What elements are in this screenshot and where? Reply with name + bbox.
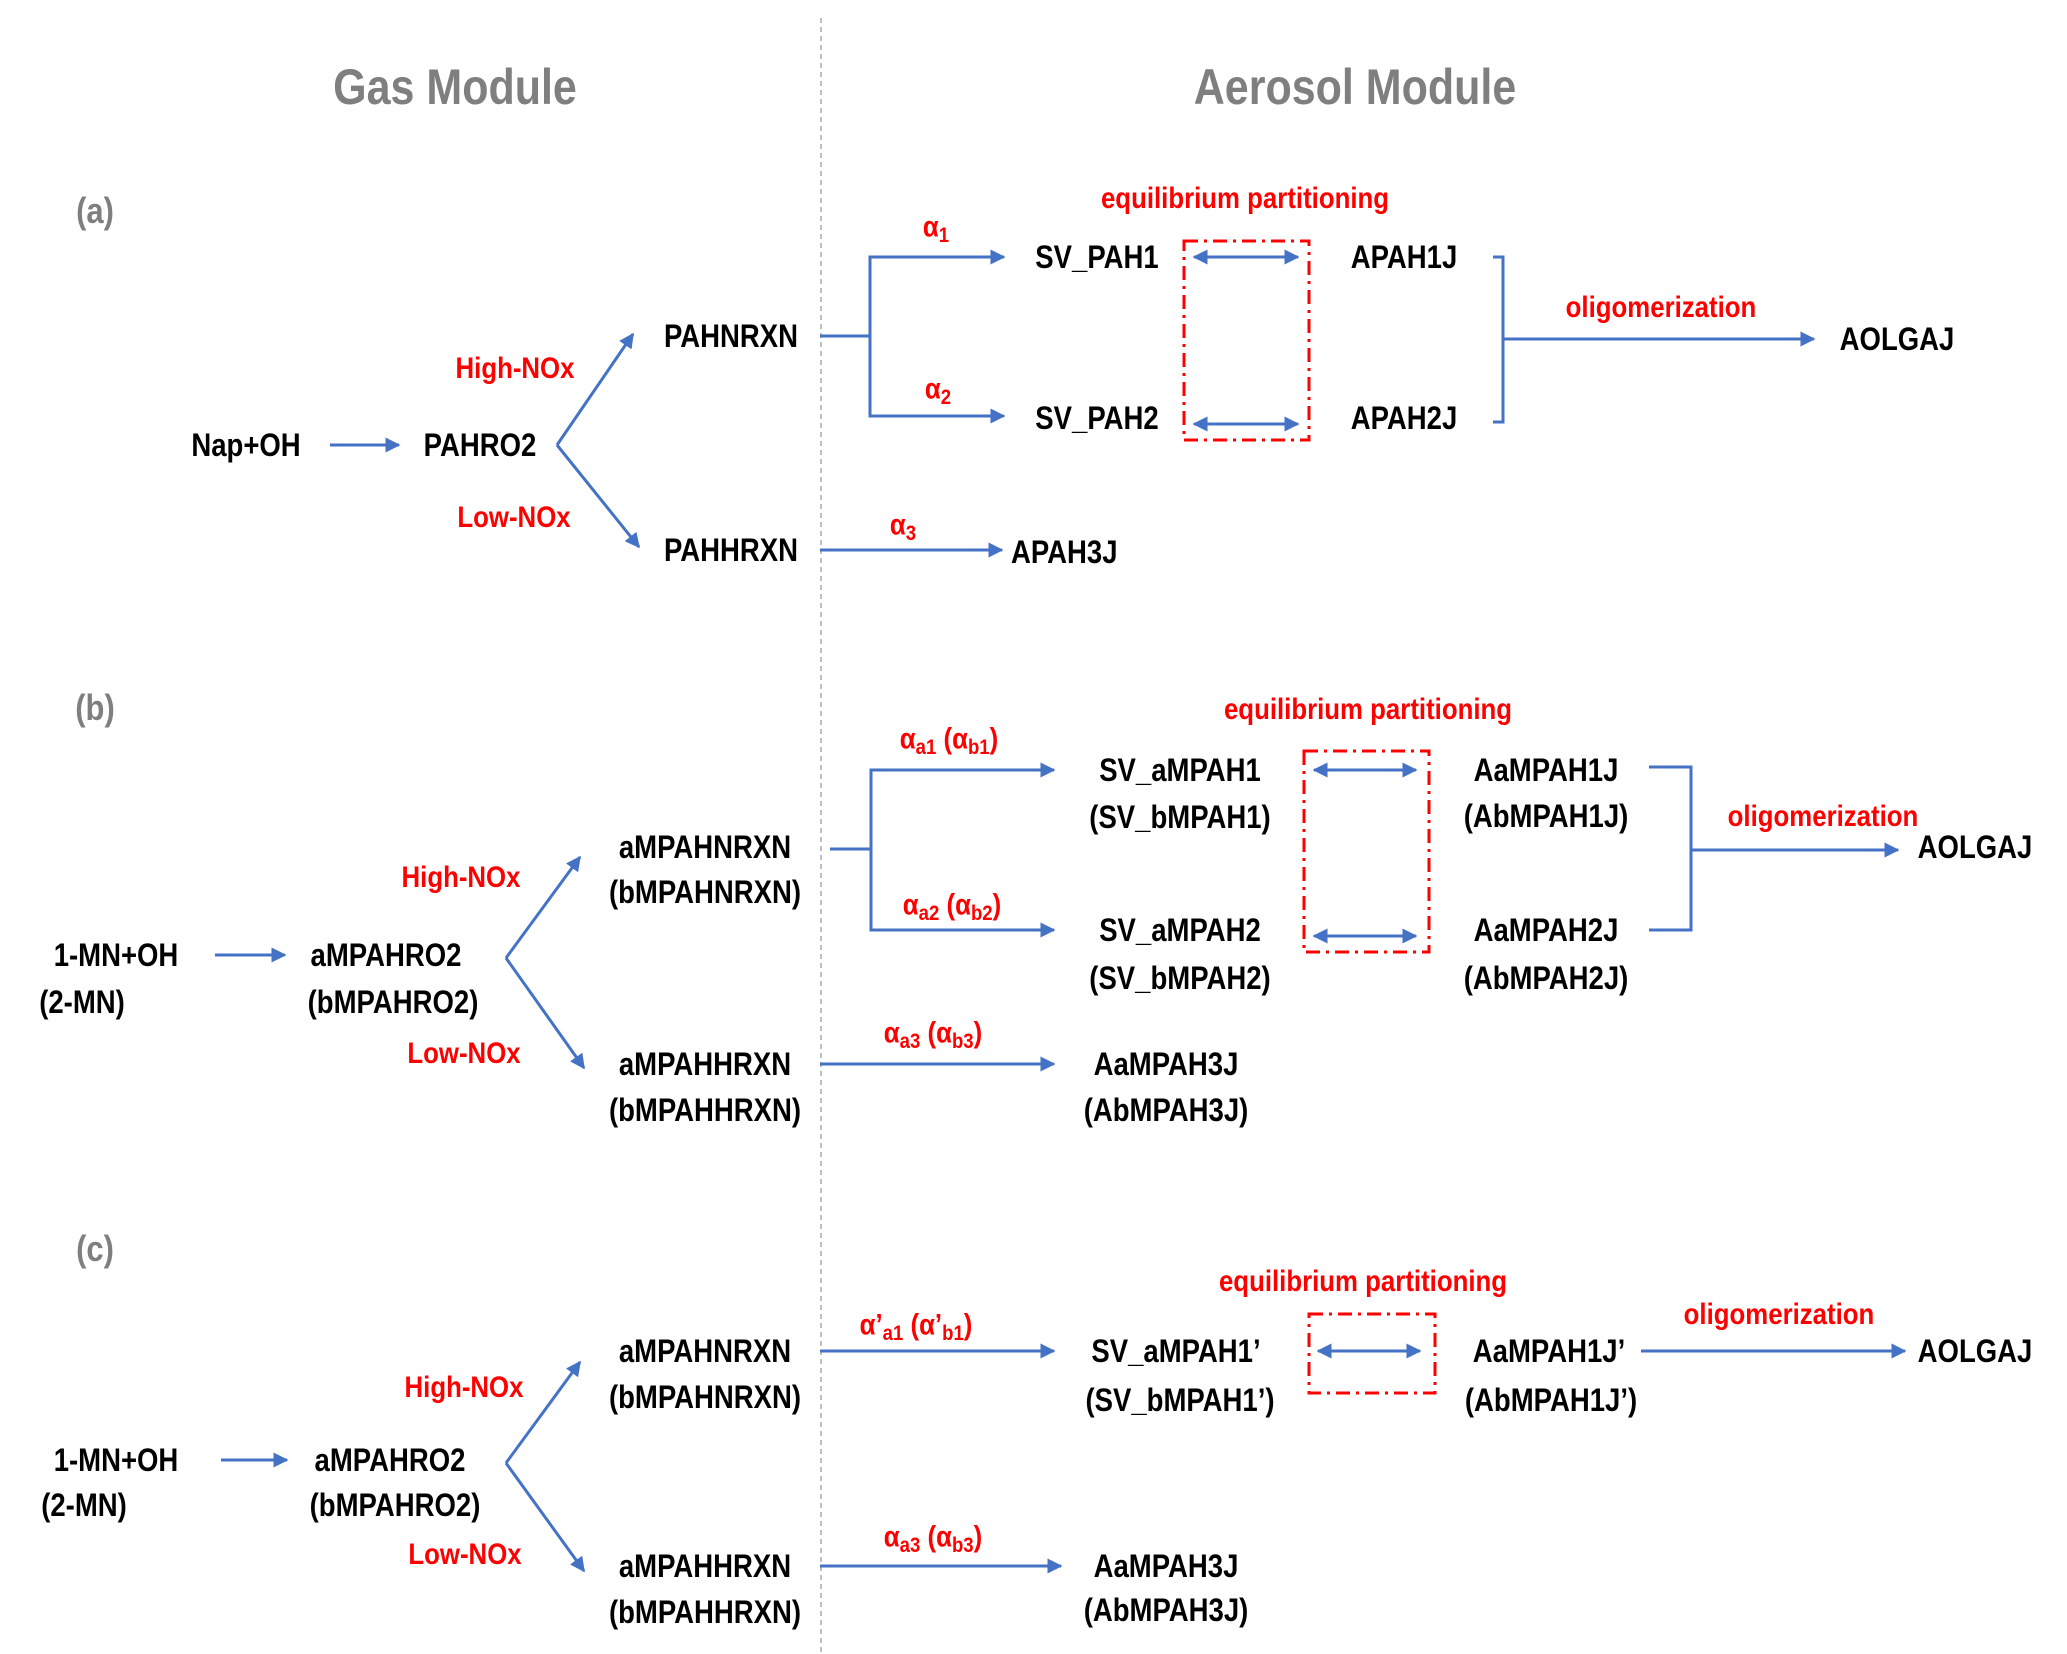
species-product: AOLGAJ [1917, 1333, 2033, 1369]
arrow-c-low-nox [504, 1462, 586, 1573]
species-a1j: AaMPAH1J’ [1472, 1333, 1626, 1369]
condition-high-nox: High-NOx [404, 1371, 524, 1404]
arrow-b-alpha1 [869, 762, 1056, 849]
species-a3j: AaMPAH3J [1093, 1046, 1239, 1082]
process-oligomerization: oligomerization [1565, 291, 1757, 324]
arrow-c-high-nox [504, 1360, 582, 1464]
species-sv1: SV_PAH1 [1035, 239, 1159, 275]
process-equilibrium-partitioning: equilibrium partitioning [1218, 1265, 1508, 1298]
yield-alpha-a2: αa2 (αb2) [902, 888, 1002, 925]
species-a1j-alt: (AbMPAH1J) [1463, 798, 1629, 834]
species-sv1: SV_aMPAH1’ [1091, 1333, 1261, 1369]
process-equilibrium-partitioning: equilibrium partitioning [1223, 693, 1513, 726]
species-ro2: aMPAHRO2 [314, 1442, 466, 1478]
condition-low-nox: Low-NOx [407, 1037, 521, 1070]
aerosol-module-title: Aerosol Module [1193, 59, 1517, 115]
species-a1j-alt: (AbMPAH1J’) [1464, 1382, 1638, 1418]
species-sv2-alt: (SV_bMPAH2) [1089, 960, 1271, 996]
condition-low-nox: Low-NOx [408, 1538, 522, 1571]
species-reactant-alt: (2-MN) [41, 1487, 127, 1523]
species-a3j: APAH3J [1011, 534, 1118, 570]
species-a3j: AaMPAH3J [1093, 1548, 1239, 1584]
species-product: AOLGAJ [1917, 829, 2033, 865]
yield-alpha1: α1 [922, 210, 950, 247]
species-product: AOLGAJ [1839, 321, 1955, 357]
process-oligomerization: oligomerization [1727, 800, 1919, 833]
species-a2j: AaMPAH2J [1473, 912, 1619, 948]
yield-alpha-a1: αa1 (αb1) [899, 722, 999, 759]
species-nrxn: aMPAHNRXN [618, 829, 792, 865]
partition-box-c [1307, 1312, 1437, 1395]
yield-alpha-prime-a1: α’a1 (α’b1) [859, 1308, 973, 1345]
species-hrxn: aMPAHHRXN [618, 1046, 792, 1082]
species-sv1: SV_aMPAH1 [1099, 752, 1261, 788]
process-equilibrium-partitioning: equilibrium partitioning [1100, 182, 1390, 215]
yield-alpha-a3: αa3 (αb3) [883, 1520, 983, 1557]
partition-box-b [1302, 749, 1431, 954]
yield-alpha3: α3 [889, 508, 917, 545]
species-sv2: SV_PAH2 [1035, 400, 1159, 436]
species-a3j-alt: (AbMPAH3J) [1083, 1092, 1249, 1128]
species-hrxn: PAHHRXN [663, 532, 799, 568]
arrow-a-low-nox [555, 444, 641, 549]
species-sv1-alt: (SV_bMPAH1) [1089, 799, 1271, 835]
condition-high-nox: High-NOx [401, 861, 521, 894]
arrow-a-alpha2 [868, 336, 1006, 424]
species-a1j: APAH1J [1350, 239, 1458, 275]
condition-high-nox: High-NOx [455, 352, 575, 385]
panel-label-c: (c) [76, 1228, 114, 1269]
species-a2j: APAH2J [1350, 400, 1458, 436]
species-a2j-alt: (AbMPAH2J) [1463, 960, 1629, 996]
arrow-a-alpha1 [868, 249, 1006, 336]
species-nrxn: PAHNRXN [663, 318, 799, 354]
species-reactant-alt: (2-MN) [39, 984, 125, 1020]
species-a3j-alt: (AbMPAH3J) [1083, 1592, 1249, 1628]
species-a1j: AaMPAH1J [1473, 752, 1619, 788]
species-ro2-alt: (bMPAHRO2) [309, 1487, 481, 1523]
process-oligomerization: oligomerization [1683, 1298, 1875, 1331]
species-reactant: 1-MN+OH [53, 1442, 179, 1478]
panel-label-b: (b) [75, 687, 115, 728]
species-reactant: Nap+OH [191, 427, 301, 463]
yield-alpha-a3: αa3 (αb3) [883, 1016, 983, 1053]
species-ro2: PAHRO2 [423, 427, 537, 463]
species-hrxn: aMPAHHRXN [618, 1548, 792, 1584]
species-nrxn-alt: (bMPAHNRXN) [608, 874, 802, 910]
species-nrxn: aMPAHNRXN [618, 1333, 792, 1369]
panel-label-a: (a) [76, 190, 114, 231]
arrow-b-low-nox [504, 957, 586, 1070]
species-hrxn-alt: (bMPAHHRXN) [608, 1594, 802, 1630]
species-sv1-alt: (SV_bMPAH1’) [1085, 1382, 1275, 1418]
connector-b-oligomer-join [1649, 765, 1693, 932]
arrow-b-high-nox [504, 855, 582, 959]
species-reactant: 1-MN+OH [53, 937, 179, 973]
partition-box-a [1182, 239, 1311, 442]
yield-alpha2: α2 [924, 372, 952, 409]
arrow-b-alpha2 [869, 849, 1056, 938]
condition-low-nox: Low-NOx [457, 501, 571, 534]
gas-module-title: Gas Module [333, 59, 577, 115]
species-ro2: aMPAHRO2 [310, 937, 462, 973]
arrow-a-high-nox [555, 332, 635, 446]
species-sv2: SV_aMPAH2 [1099, 912, 1261, 948]
connector-a-oligomer-join [1493, 255, 1505, 424]
species-ro2-alt: (bMPAHRO2) [307, 984, 479, 1020]
species-hrxn-alt: (bMPAHHRXN) [608, 1092, 802, 1128]
species-nrxn-alt: (bMPAHNRXN) [608, 1379, 802, 1415]
